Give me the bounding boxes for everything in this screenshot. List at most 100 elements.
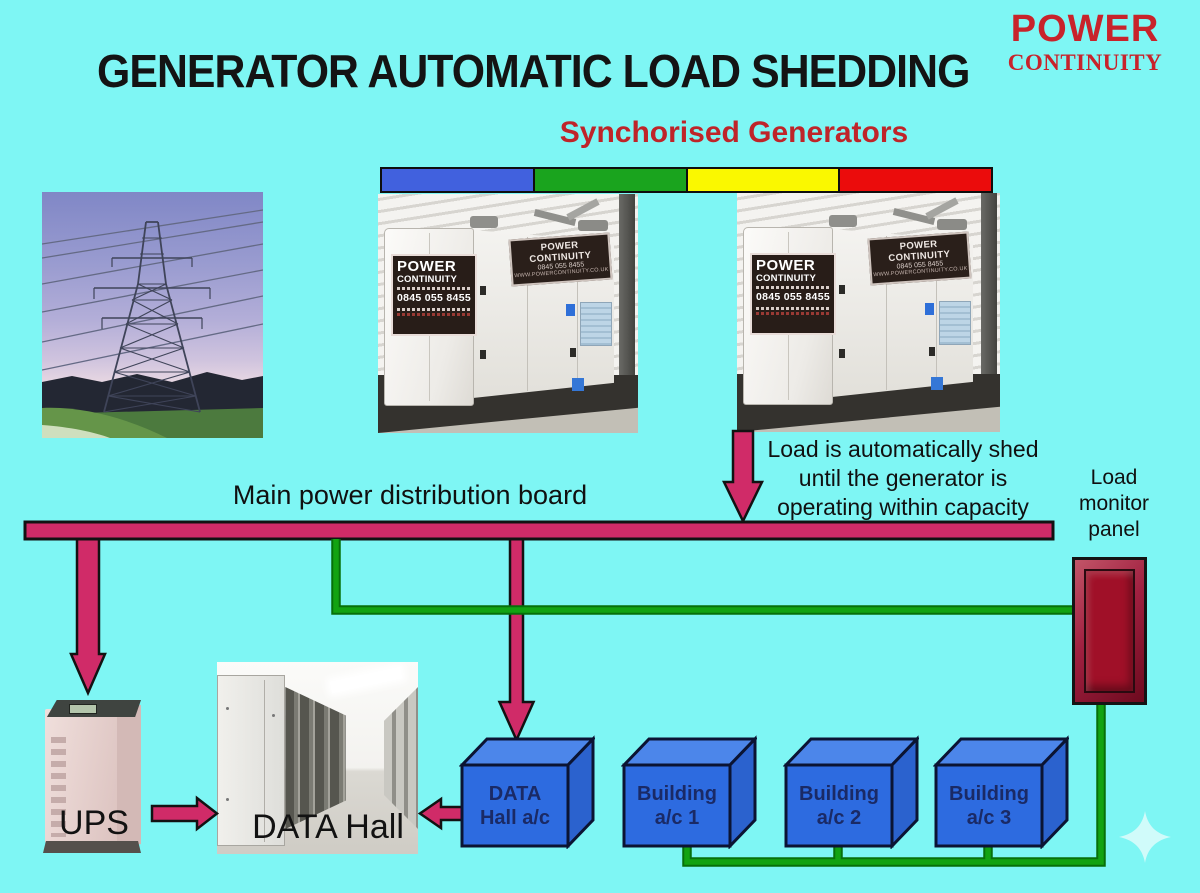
arrow-ac-to-datahall [417,796,464,831]
exhaust-pipe [925,197,959,220]
status-segment-red [840,169,991,191]
ceiling-light [329,666,403,693]
sign-brand-1: POWER [756,257,816,274]
hills-silhouette [42,372,263,414]
box-label: Building a/c 3 [936,765,1042,846]
cube-front [784,763,894,848]
box-label: DATA Hall a/c [462,765,568,846]
louver-vent [580,302,612,346]
roof-vent [829,215,857,227]
status-segment-yellow [687,169,841,191]
logo-line2: CONTINUITY [1007,49,1163,75]
load-monitor-line2: monitor [1078,492,1150,515]
blue-sticker [931,377,943,390]
sign-fineprint [397,307,471,311]
cube-front [934,763,1044,848]
status-segment-blue [382,169,535,191]
box-label-line2: a/c 1 [654,806,700,829]
building-corner [981,193,997,380]
latch [839,349,845,358]
cube-front [622,763,732,848]
foreground-cabinet [217,675,286,847]
cabinet-screw [272,713,276,717]
generator-enclosure: POWER CONTINUITY 0845 055 8455 POWER CON… [743,227,973,405]
cube-front [460,763,570,848]
generator-enclosure: POWER CONTINUITY 0845 055 8455 POWER CON… [384,228,614,406]
cube-shape [782,735,921,850]
sign-phone: 0845 055 8455 [756,291,830,304]
box-label-line2: Hall a/c [479,806,551,829]
load-monitor-line3: panel [1088,518,1140,541]
arrow-board-to-ups [69,536,107,697]
arrow-board-to-datahall-ac [497,536,536,744]
box-label-line1: Building [949,782,1029,805]
cube-shape [932,735,1071,850]
logo-line1: POWER [1010,8,1160,50]
latch [480,350,486,359]
blue-sticker [925,303,934,315]
generator-photo-2: POWER CONTINUITY 0845 055 8455 POWER CON… [737,193,1000,432]
load-monitor-panel-screen [1084,569,1135,693]
exhaust-pipe [566,198,600,221]
cube-shape [620,735,759,850]
box-building-ac-2: Building a/c 2 [782,733,921,850]
side-banner-sign: POWER CONTINUITY 0845 055 8455 WWW.POWER… [867,231,972,286]
ups-photo [35,695,152,858]
cube-shape [458,735,597,850]
electricity-pylon-photo [42,192,263,438]
load-shed-line2: until the generator is [798,465,1008,491]
latch [839,285,845,294]
load-shed-line1: Load is automatically shed [767,436,1039,462]
power-continuity-logo: POWER CONTINUITY [992,8,1178,76]
box-building-ac-1: Building a/c 1 [620,733,759,850]
latch [480,286,486,295]
ups-side-face [115,705,141,847]
sign-brand-1: POWER [397,258,457,275]
cabinet-seam [264,679,266,842]
sign-fineprint-red [397,312,471,316]
exhaust-pipes [885,197,967,230]
sign-brand-2: CONTINUITY [397,274,458,285]
generator-photo-1: POWER CONTINUITY 0845 055 8455 POWER CON… [378,194,638,433]
monitor-line-top [333,539,1072,613]
blue-sticker [572,378,584,391]
load-monitor-panel [1072,557,1147,705]
box-label-line1: DATA [488,782,542,805]
generator-status-color-bar [380,167,993,193]
cabinet-screw [225,798,229,802]
load-shed-line3: operating within capacity [777,494,1029,520]
building-corner [619,194,635,381]
box-label-line1: Building [637,782,717,805]
side-banner-sign: POWER CONTINUITY 0845 055 8455 WWW.POWER… [508,232,613,287]
load-monitor-line1: Load [1090,466,1138,489]
pylon-structure [93,221,211,413]
exhaust-outlet [578,220,608,231]
load-shed-note: Load is automatically shed until the gen… [745,435,1061,522]
main-board-label: Main power distribution board [232,480,588,510]
ups-label: UPS [59,804,129,842]
data-hall-photo [217,662,418,854]
exhaust-pipes [526,198,608,231]
field-path [42,425,110,438]
blue-sticker [566,304,575,316]
arrow-ups-to-datahall [150,795,220,832]
load-monitor-label: Load monitor panel [1063,465,1165,543]
ups-display [69,704,97,714]
sign-fineprint-red [756,311,830,315]
main-distribution-bus-bar [23,520,1055,541]
sign-fineprint [756,286,830,290]
sign-fineprint [397,287,471,291]
box-label-line2: a/c 3 [966,806,1012,829]
sparkle-shape [1119,811,1171,863]
box-label: Building a/c 1 [624,765,730,846]
synchronised-generators-heading: Synchorised Generators [559,116,909,149]
exhaust-outlet [937,219,967,230]
ups-vents [51,737,66,837]
monitor-line-top-outline [331,539,1072,615]
latch [570,348,576,357]
door-seam [885,235,887,391]
roof-vent [470,216,498,228]
door-seam [577,240,579,388]
sign-brand-2: CONTINUITY [756,273,817,284]
